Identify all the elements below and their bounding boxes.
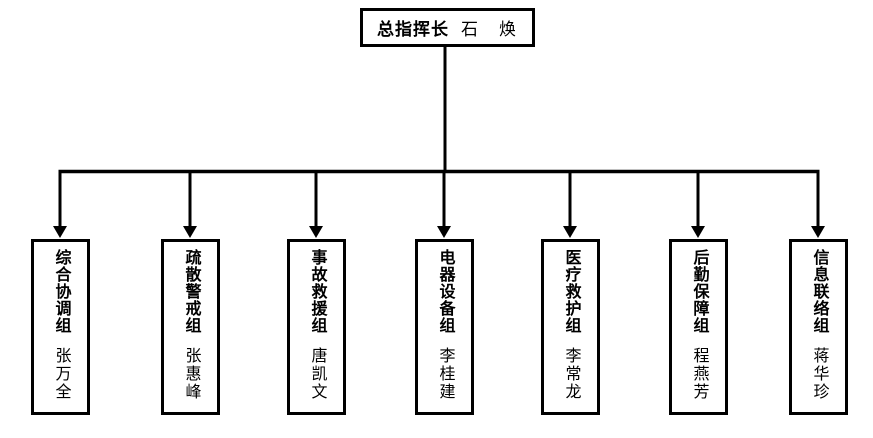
group-leader-name: 张惠峰 — [182, 347, 200, 401]
group-box-coordination: 综合协调组 张万全 — [31, 239, 90, 415]
group-title: 事故救援组 — [308, 249, 326, 334]
group-leader-name: 张万全 — [52, 347, 70, 401]
group-title: 综合协调组 — [52, 249, 70, 334]
group-box-electrical: 电器设备组 李桂建 — [415, 239, 474, 415]
arrow-down-icon — [309, 226, 323, 238]
arrow-down-icon — [563, 226, 577, 238]
arrow-down-icon — [53, 226, 67, 238]
group-box-medical: 医疗救护组 李常龙 — [541, 239, 600, 415]
group-leader-name: 蒋华珍 — [810, 347, 828, 401]
group-leader-name: 李常龙 — [562, 347, 580, 401]
group-box-logistics: 后勤保障组 程燕芳 — [669, 239, 728, 415]
group-leader-name: 李桂建 — [436, 347, 454, 401]
group-title: 后勤保障组 — [690, 249, 708, 334]
group-title: 信息联络组 — [810, 249, 828, 334]
group-box-liaison: 信息联络组 蒋华珍 — [789, 239, 848, 415]
group-leader-name: 唐凯文 — [308, 347, 326, 401]
root-title: 总指挥长 — [377, 20, 449, 39]
group-title: 疏散警戒组 — [182, 249, 200, 334]
root-box-commander: 总指挥长 石 焕 — [360, 8, 535, 47]
group-leader-name: 程燕芳 — [690, 347, 708, 401]
arrow-down-icon — [811, 226, 825, 238]
arrow-down-icon — [183, 226, 197, 238]
group-title: 电器设备组 — [436, 249, 454, 334]
root-leader-name: 石 焕 — [461, 20, 518, 39]
group-box-evacuation: 疏散警戒组 张惠峰 — [161, 239, 220, 415]
arrow-down-icon — [691, 226, 705, 238]
arrow-down-icon — [437, 226, 451, 238]
group-box-rescue: 事故救援组 唐凯文 — [287, 239, 346, 415]
group-title: 医疗救护组 — [562, 249, 580, 334]
